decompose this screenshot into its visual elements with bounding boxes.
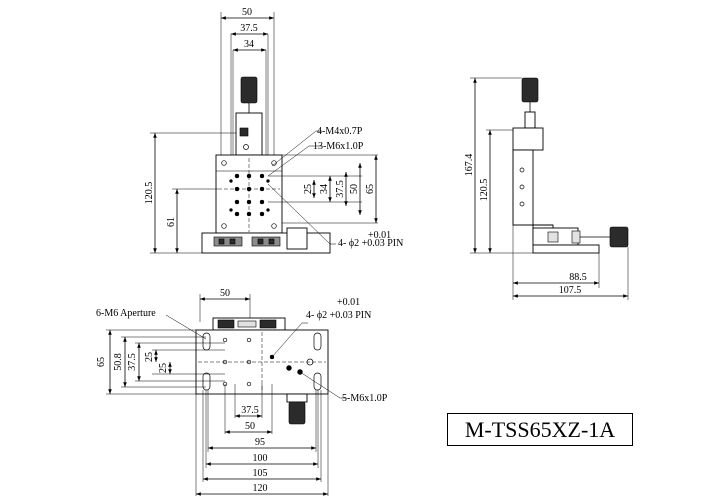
top-dim-50-8: 50.8	[113, 353, 124, 371]
front-dim-25: 25	[303, 184, 314, 194]
front-dim-34-r: 34	[319, 184, 330, 194]
top-dim-120: 120	[253, 483, 268, 494]
front-callout-m6: 13-M6x1.0P	[313, 141, 364, 152]
front-dim-34: 34	[244, 39, 254, 50]
top-dim-65: 65	[96, 357, 107, 367]
top-aperture-label: 6-M6 Aperture	[96, 308, 156, 319]
side-view: 167.4 120.5 88.5 107.5	[464, 77, 629, 300]
side-dim-88-5: 88.5	[569, 272, 587, 283]
top-dim-37-5-b: 37.5	[241, 405, 259, 416]
front-view: 50 37.5 34	[144, 7, 403, 254]
side-dim-167-4: 167.4	[464, 154, 475, 177]
front-dim-120-5: 120.5	[144, 182, 155, 205]
top-dim-95: 95	[255, 437, 265, 448]
front-dim-50: 50	[242, 7, 252, 18]
front-pin-tol: +0.01	[368, 230, 391, 241]
top-knob	[288, 401, 306, 425]
front-pin-label: 4- ϕ2 +0.03 PIN	[338, 238, 403, 249]
top-pin-tol: +0.01	[337, 297, 360, 308]
side-dim-120-5: 120.5	[479, 179, 490, 202]
front-hole-grid	[218, 158, 280, 232]
top-dim-37-5-l: 37.5	[127, 353, 138, 371]
front-dim-65: 65	[365, 184, 376, 194]
side-base	[532, 244, 600, 254]
top-dim-25-b: 25	[158, 363, 169, 373]
front-dim-37-5-r: 37.5	[335, 180, 346, 198]
top-dim-50-b: 50	[245, 421, 255, 432]
side-knob-top	[521, 77, 539, 103]
front-dim-61: 61	[166, 217, 177, 227]
front-dim-37-5: 37.5	[240, 23, 258, 34]
side-dim-107-5: 107.5	[559, 285, 582, 296]
front-dim-50-r: 50	[349, 184, 360, 194]
top-view: 50	[96, 288, 388, 496]
front-knob	[240, 76, 258, 104]
model-number: M-TSS65XZ-1A	[447, 413, 633, 446]
top-pin-label: 4- ϕ2 +0.03 PIN	[306, 310, 371, 321]
top-hole-label: 5-M6x1.0P	[342, 393, 388, 404]
top-dim-50-top: 50	[220, 288, 230, 299]
top-dim-100: 100	[253, 453, 268, 464]
side-knob-right	[609, 226, 629, 248]
top-dim-105: 105	[253, 468, 268, 479]
side-bracket	[512, 127, 544, 151]
top-dim-25-a: 25	[144, 352, 155, 362]
front-callout-m4: 4-M4x0.7P	[317, 126, 363, 137]
